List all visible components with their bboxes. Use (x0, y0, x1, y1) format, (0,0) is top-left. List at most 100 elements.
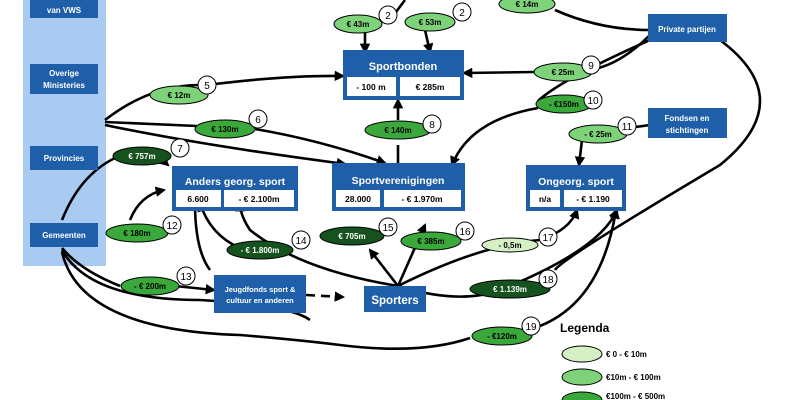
svg-text:- € 1.970m: - € 1.970m (401, 194, 443, 204)
gemeenten-label: Gemeenten (42, 231, 86, 240)
svg-text:€ 757m: € 757m (128, 152, 155, 161)
sporters-box: Sporters (364, 286, 426, 312)
svg-text:€ 25m: € 25m (552, 68, 575, 77)
legend: Legenda € 0 - € 10m €10m - € 100m €100m … (560, 321, 665, 400)
svg-text:€ 43m: € 43m (347, 20, 370, 29)
svg-text:Jeugdfonds sport &: Jeugdfonds sport & (225, 285, 296, 294)
svg-text:€ 53m: € 53m (419, 18, 442, 27)
overige-label-2: Ministeries (43, 81, 85, 90)
svg-text:Sportverenigingen: Sportverenigingen (352, 175, 445, 187)
flow-line-6-b (254, 127, 387, 166)
legend-item-2: €100m - € 500m (606, 392, 665, 400)
flow-line-private-right (553, 38, 762, 271)
svg-text:- € 200m: - € 200m (134, 282, 166, 291)
svg-text:16: 16 (459, 227, 471, 238)
flow-line-sporters-anders (234, 200, 399, 288)
flow-9: € 25m 9 (533, 55, 601, 82)
svg-text:€ 140m: € 140m (384, 126, 411, 135)
flow-line-15 (368, 248, 400, 287)
svg-text:10: 10 (587, 96, 599, 107)
svg-text:- 0,5m: - 0,5m (498, 241, 521, 250)
svg-text:14: 14 (295, 236, 307, 247)
svg-text:€ 705m: € 705m (338, 232, 365, 241)
flow-2a: € 43m 2 (333, 5, 398, 34)
svg-text:8: 8 (429, 120, 435, 131)
svg-text:- €120m: - €120m (487, 332, 517, 341)
svg-text:€ 285m: € 285m (416, 82, 445, 92)
svg-text:- € 1.190: - € 1.190 (576, 194, 610, 204)
svg-text:cultuur en anderen: cultuur en anderen (226, 296, 294, 305)
overige-label-1: Overige (49, 69, 79, 78)
flow-line-jeugd-sporters (305, 291, 346, 302)
svg-text:€ 180m: € 180m (123, 229, 150, 238)
svg-text:€ 12m: € 12m (168, 91, 191, 100)
svg-text:19: 19 (525, 322, 537, 333)
legend-item-0: € 0 - € 10m (606, 350, 647, 359)
svg-text:€ 385m: € 385m (417, 237, 444, 246)
svg-text:2: 2 (459, 8, 465, 19)
fondsen-box: Fondsen en stichtingen (648, 108, 727, 138)
flow-line-19-a (60, 251, 471, 350)
svg-text:€ 14m: € 14m (516, 0, 539, 9)
flow-5: € 12m 5 (149, 75, 217, 105)
legend-swatch-light (561, 345, 603, 363)
flow-line-5-b (214, 70, 346, 86)
flow-17: - 0,5m 17 (481, 227, 558, 253)
sources-sidebar (23, 0, 106, 266)
flow-line-6-a (104, 120, 198, 128)
svg-text:- € 2.100m: - € 2.100m (238, 194, 280, 204)
flow-line-2b (423, 29, 434, 55)
svg-text:6: 6 (255, 115, 261, 126)
svg-text:Sporters: Sporters (371, 295, 418, 307)
svg-text:12: 12 (166, 221, 178, 232)
flow-line-14m (554, 8, 651, 32)
private-box: Private partijen (648, 14, 727, 42)
svg-text:€ 130m: € 130m (211, 125, 238, 134)
svg-text:n/a: n/a (539, 194, 552, 204)
legend-item-1: €10m - € 100m (606, 373, 661, 382)
anders-box: Anders georg. sport 6.600 - € 2.100m (172, 166, 298, 211)
flow-line-19-b (527, 207, 620, 332)
svg-text:- €150m: - €150m (549, 100, 579, 109)
sportbonden-box: Sportbonden - 100 m € 285m (343, 50, 464, 100)
flow-line-13-a (60, 247, 121, 288)
svg-text:2: 2 (385, 11, 391, 22)
svg-text:Fondsen en: Fondsen en (665, 114, 710, 123)
svg-text:7: 7 (177, 144, 183, 155)
flow-line-12 (128, 186, 167, 221)
flow-line-prov-vereniging (104, 123, 348, 169)
flow-10: - €150m 10 (535, 90, 603, 114)
verenigingen-box: Sportverenigingen 28.000 - € 1.970m (332, 163, 465, 211)
flow-14: - € 1.800m 14 (226, 230, 311, 260)
flow-line-13-b (174, 283, 217, 295)
legend-swatch-strong (561, 391, 603, 400)
svg-text:Anders georg. sport: Anders georg. sport (185, 176, 286, 188)
flow-7: € 757m 7 (112, 138, 190, 166)
svg-text:6.600: 6.600 (187, 194, 209, 204)
svg-text:5: 5 (204, 81, 210, 92)
svg-text:11: 11 (622, 122, 633, 133)
flow-line-jeugd-anders (193, 202, 212, 271)
svg-text:28.000: 28.000 (345, 194, 371, 204)
svg-text:- € 1.800m: - € 1.800m (241, 246, 280, 255)
svg-text:17: 17 (542, 233, 554, 244)
svg-text:15: 15 (382, 223, 394, 234)
svg-text:18: 18 (542, 275, 554, 286)
flow-19: - €120m 19 (471, 316, 541, 346)
ongeorg-box: Ongeorg. sport n/a - € 1.190 (526, 165, 626, 211)
flow-13: - € 200m 13 (120, 266, 196, 296)
flow-16: € 385m 16 (400, 221, 475, 251)
svg-text:9: 9 (588, 61, 594, 72)
vws-label: van VWS (47, 6, 82, 15)
svg-text:Private partijen: Private partijen (658, 25, 716, 34)
flow-2b: € 53m 2 (404, 2, 472, 32)
flow-line-11-b (574, 139, 586, 168)
flow-11: - € 25m 11 (568, 116, 637, 144)
flow-6: € 130m 6 (194, 109, 268, 139)
flow-12: € 180m 12 (105, 215, 182, 243)
svg-text:stichtingen: stichtingen (666, 126, 709, 135)
legend-title: Legenda (560, 321, 610, 335)
flow-line-10 (450, 106, 539, 167)
flow-8: € 140m 8 (364, 114, 442, 140)
flow-18: € 1.139m 18 (469, 269, 558, 299)
